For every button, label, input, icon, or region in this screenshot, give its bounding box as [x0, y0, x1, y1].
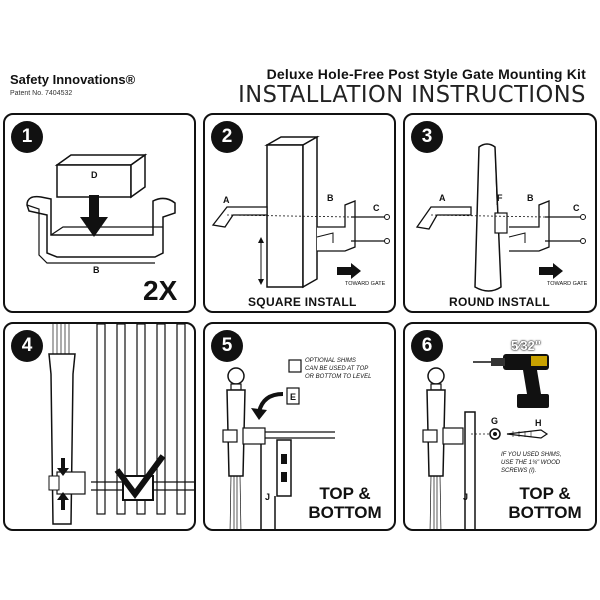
step-3-panel: 3 A F B C TOWARD GATE ROUND INSTALL	[403, 113, 597, 313]
part-label-b: B	[527, 193, 534, 203]
shim-note-line-2: can be used at top	[305, 366, 369, 372]
quantity-label: 2X	[143, 275, 178, 306]
step-caption: TOP & BOTTOM	[297, 484, 393, 522]
part-label-c: C	[373, 203, 380, 213]
step-1-panel: 1 D B 2X	[3, 113, 196, 313]
step-number-badge: 1	[11, 121, 43, 153]
step-caption: ROUND INSTALL	[449, 295, 551, 309]
part-label-c: C	[573, 203, 580, 213]
step-number-badge: 2	[211, 121, 243, 153]
part-label-j: J	[265, 492, 271, 502]
part-label-e: E	[290, 392, 297, 402]
step-caption: TOP & BOTTOM	[497, 484, 593, 522]
caption-line-1: TOP &	[519, 484, 571, 503]
step-6-panel: 6 5⁄32" G H J If you used shims, u	[403, 322, 597, 531]
part-label-d: D	[91, 170, 98, 180]
brand-name: Safety Innovations®	[10, 72, 136, 87]
caption-line-2: BOTTOM	[508, 503, 582, 522]
direction-label: TOWARD GATE	[547, 281, 588, 287]
step-number-badge: 3	[411, 121, 443, 153]
step-5-panel: 5 E Optional shims can be used at top or…	[203, 322, 396, 531]
gate-attach-illustration	[48, 324, 194, 525]
step-caption: SQUARE INSTALL	[248, 295, 357, 309]
caption-line-2: BOTTOM	[308, 503, 382, 522]
part-label-f: F	[497, 193, 503, 203]
caption-line-1: TOP &	[319, 484, 371, 503]
part-label-g: G	[491, 416, 499, 426]
shim-note-line-1: Optional shims	[305, 358, 356, 364]
step-2-panel: 2 A B C TOWARD GATE SQUARE INSTALL	[203, 113, 396, 313]
part-label-b: B	[327, 193, 334, 203]
screw-note-line-1: If you used shims,	[501, 452, 562, 458]
square-post-illustration	[211, 135, 390, 289]
instructions-title: INSTALLATION INSTRUCTIONS	[238, 82, 586, 108]
step-number-badge: 4	[11, 330, 43, 362]
screw-note-line-2: use the 1¾" wood	[501, 460, 561, 466]
round-post-illustration	[415, 143, 586, 292]
kit-title: Deluxe Hole-Free Post Style Gate Mountin…	[266, 66, 586, 82]
step-4-panel: 4	[3, 322, 196, 531]
drill-bit-size: 5⁄32"	[511, 338, 542, 353]
shim-install-illustration	[222, 359, 335, 529]
screw-install-illustration	[422, 354, 549, 529]
part-label-a: A	[223, 195, 230, 205]
step-number-badge: 6	[411, 330, 443, 362]
shim-note-line-3: or bottom to level	[305, 374, 372, 380]
step-number-badge: 5	[211, 330, 243, 362]
patent-number: Patent No. 7404532	[10, 90, 73, 97]
part-label-a: A	[439, 193, 446, 203]
part-label-b: B	[93, 265, 100, 275]
screw-note-line-3: screws (I).	[501, 468, 537, 474]
direction-label: TOWARD GATE	[345, 281, 386, 287]
part-label-j: J	[463, 492, 469, 502]
bracket-assembly-illustration	[26, 153, 176, 264]
part-label-h: H	[535, 418, 542, 428]
